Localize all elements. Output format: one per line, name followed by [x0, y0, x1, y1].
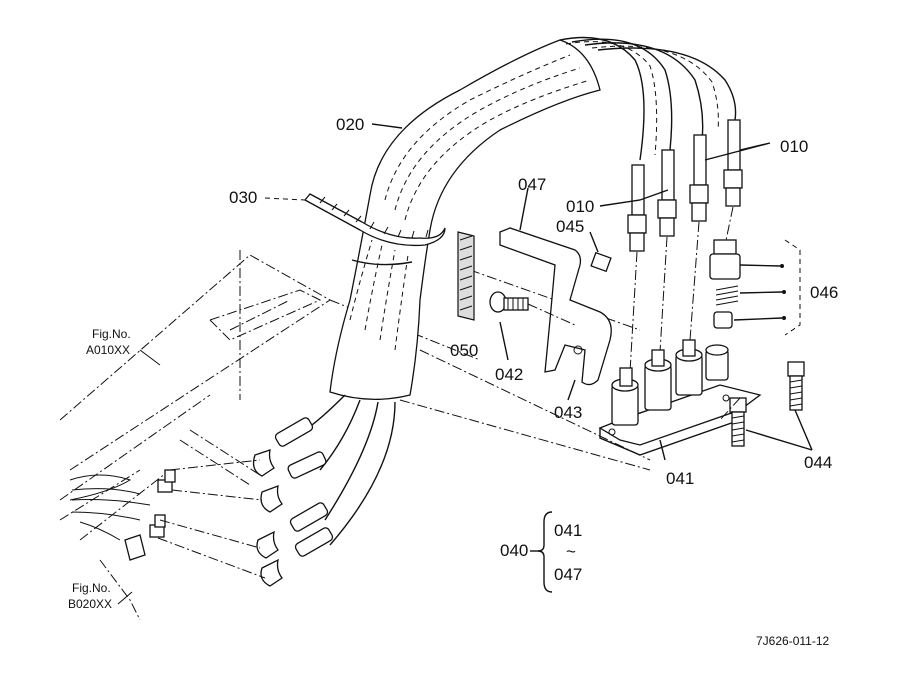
label-020: 020	[336, 115, 364, 134]
label-010-right: 010	[780, 137, 808, 156]
assembly-group-040: 040 041 ~ 047	[500, 511, 582, 593]
figure-references: Fig.No. A010XX Fig.No. B020XX	[68, 327, 161, 611]
group-from: 041	[554, 521, 582, 540]
label-041: 041	[666, 469, 694, 488]
leader-030	[264, 197, 306, 201]
valve-block-041	[598, 339, 762, 461]
hose-sleeve-020	[329, 39, 601, 400]
fitting-set-046	[709, 239, 801, 336]
label-044: 044	[804, 453, 832, 472]
group-code: 040	[500, 541, 528, 560]
ref-b-fig: Fig.No.	[72, 581, 111, 595]
bracket-047	[499, 187, 612, 386]
plug-045	[589, 231, 612, 273]
hydraulic-hoses-010	[559, 36, 737, 161]
label-043: 043	[554, 403, 582, 422]
bolt-042	[489, 291, 576, 361]
label-030: 030	[229, 188, 257, 207]
ref-a-fig: Fig.No.	[92, 327, 131, 341]
label-046: 046	[810, 283, 838, 302]
label-047: 047	[518, 175, 546, 194]
gasket-050	[457, 231, 475, 321]
hose-fittings	[599, 119, 771, 252]
ref-b-code: B020XX	[68, 597, 112, 611]
ref-a-code: A010XX	[86, 343, 130, 357]
drawing-number: 7J626-011-12	[756, 634, 829, 648]
lower-hose-ends	[124, 394, 396, 587]
group-to: 047	[554, 565, 582, 584]
label-050: 050	[450, 341, 478, 360]
cable-tie-030	[264, 193, 446, 247]
label-010-left: 010	[566, 197, 594, 216]
bolts-044	[719, 361, 813, 451]
label-045: 045	[556, 217, 584, 236]
label-042: 042	[495, 365, 523, 384]
part-labels: 020 030 047 045 010 010 046 050 042 043 …	[229, 115, 838, 488]
group-tilde: ~	[566, 542, 576, 561]
